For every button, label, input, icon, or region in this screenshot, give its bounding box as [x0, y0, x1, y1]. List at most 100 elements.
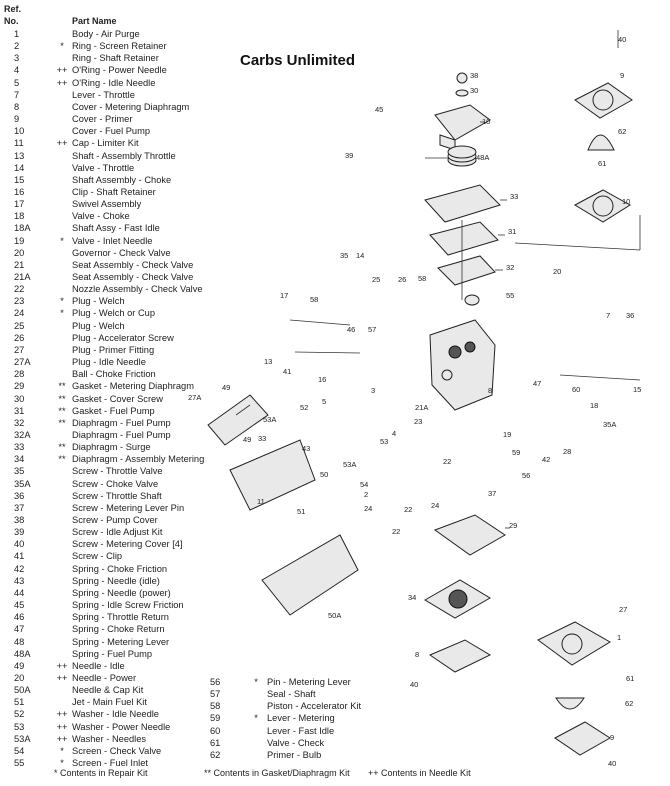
kit-marker: *	[254, 713, 258, 724]
part-number: 26	[14, 332, 25, 343]
part-number: 14	[14, 162, 25, 173]
callout-number: 53A	[343, 460, 356, 469]
fuel-pump-stack	[424, 72, 501, 306]
part-number: 3	[14, 53, 20, 64]
part-number: 35	[14, 466, 25, 477]
callout-number: 45	[375, 105, 383, 114]
part-name: Screw - Metering Cover [4]	[72, 539, 183, 550]
part-name: Spring - Metering Lever	[72, 636, 170, 647]
part-name: Diaphragm - Assembly Metering	[72, 454, 205, 465]
part-number: 2	[14, 41, 20, 52]
part-number: 62	[210, 749, 221, 760]
part-name: Governor - Check Valve	[72, 247, 171, 258]
callout-number: 7	[606, 311, 610, 320]
part-name: Cover - Primer	[72, 114, 133, 125]
part-name: Clip - Shaft Retainer	[72, 186, 156, 197]
part-number: 11	[14, 138, 24, 149]
part-number: 33	[14, 442, 25, 453]
ref-header: Ref.	[4, 4, 22, 14]
brand-title: Carbs Unlimited	[240, 52, 356, 69]
part-number: 27	[14, 344, 25, 355]
callout-number: 1	[617, 633, 621, 642]
part-name: Diaphragm - Fuel Pump	[72, 429, 171, 440]
part-name: Needle - Idle	[72, 660, 125, 671]
part-number: 18A	[14, 223, 31, 234]
callout-number: 16	[318, 375, 326, 384]
part-name: Ring - Shaft Retainer	[72, 53, 159, 64]
primer-stack	[573, 30, 633, 223]
part-name: Ball - Choke Friction	[72, 369, 156, 380]
callout-number: 33	[510, 192, 518, 201]
callout-number: 36	[626, 311, 634, 320]
part-name: Screw - Idle Adjust Kit	[72, 527, 163, 538]
part-name: Nozzle Assembly - Check Valve	[72, 284, 203, 295]
callout-number: 18	[590, 401, 598, 410]
part-number: 57	[210, 689, 221, 700]
callout-number: 10	[622, 197, 630, 206]
part-name: Gasket - Metering Diaphragm	[72, 381, 194, 392]
part-number: 9	[14, 114, 20, 125]
part-name: Screen - Fuel Inlet	[72, 758, 148, 768]
kit-marker: **	[58, 405, 66, 416]
part-number: 23	[14, 296, 25, 307]
part-name: Spring - Idle Screw Friction	[72, 600, 184, 611]
part-name: Needle & Cap Kit	[72, 685, 144, 696]
callout-number: 53	[380, 437, 388, 446]
callout-number: 58	[418, 274, 426, 283]
part-name-header: Part Name	[72, 16, 117, 26]
part-number: 20	[14, 247, 25, 258]
part-name: Plug - Welch or Cup	[72, 308, 156, 319]
callout-number: 14	[356, 251, 364, 260]
callout-number: 24	[431, 501, 439, 510]
part-name: Shaft Assy - Fast Idle	[72, 223, 160, 234]
kit-marker: **	[58, 442, 66, 453]
callout-number: 38	[470, 71, 478, 80]
callout-number: 43	[302, 444, 310, 453]
part-name: Lever - Fast Idle	[267, 725, 335, 736]
part-number: 46	[14, 612, 25, 623]
part-number: 47	[14, 624, 25, 635]
part-name: Pin - Metering Lever	[267, 677, 351, 687]
callout-number: 40	[618, 35, 626, 44]
part-number: 28	[14, 369, 25, 380]
callout-number: 61	[626, 674, 634, 683]
part-number: 48A	[14, 648, 31, 659]
callout-number: 9	[610, 733, 614, 742]
callout-number: 21A	[415, 403, 428, 412]
callout-number: 25	[372, 275, 380, 284]
part-number: 15	[14, 174, 25, 185]
kit-marker: *	[60, 296, 64, 307]
part-name: Screw - Throttle Valve	[72, 466, 163, 477]
callout-number: 49	[243, 435, 251, 444]
callout-number: 22	[404, 505, 412, 514]
part-name: Spring - Fuel Pump	[72, 648, 153, 659]
part-number: 36	[14, 490, 25, 501]
part-number: 18	[14, 211, 25, 222]
part-number: 42	[14, 563, 25, 574]
kit-marker: **	[58, 393, 66, 404]
callout-number: 8	[488, 386, 492, 395]
callout-number: 37	[488, 489, 496, 498]
part-name: Cover - Fuel Pump	[72, 126, 151, 137]
part-name: Needle - Power	[72, 672, 137, 683]
part-name: Shaft - Assembly Throttle	[72, 150, 176, 161]
part-number: 55	[14, 758, 25, 768]
part-name: Diaphragm - Surge	[72, 442, 151, 453]
part-number: 35A	[14, 478, 31, 489]
callout-number: 62	[618, 127, 626, 136]
callout-number: 24	[364, 504, 372, 513]
part-number: 7	[14, 89, 20, 100]
part-name: Jet - Main Fuel Kit	[72, 697, 147, 708]
part-number: 4	[14, 65, 20, 76]
kit-marker: ++	[56, 733, 68, 744]
callout-number: 58	[310, 295, 318, 304]
part-name: Valve - Check	[267, 737, 325, 748]
part-name: O'Ring - Power Needle	[72, 65, 167, 76]
kit-marker: ++	[56, 77, 68, 88]
part-number: 39	[14, 527, 25, 538]
part-number: 41	[14, 551, 25, 562]
part-number: 37	[14, 502, 25, 513]
part-name: Valve - Choke	[72, 211, 130, 222]
callout-number: 49	[222, 383, 230, 392]
footer-needle-kit: ++ Contents in Needle Kit	[368, 768, 471, 778]
